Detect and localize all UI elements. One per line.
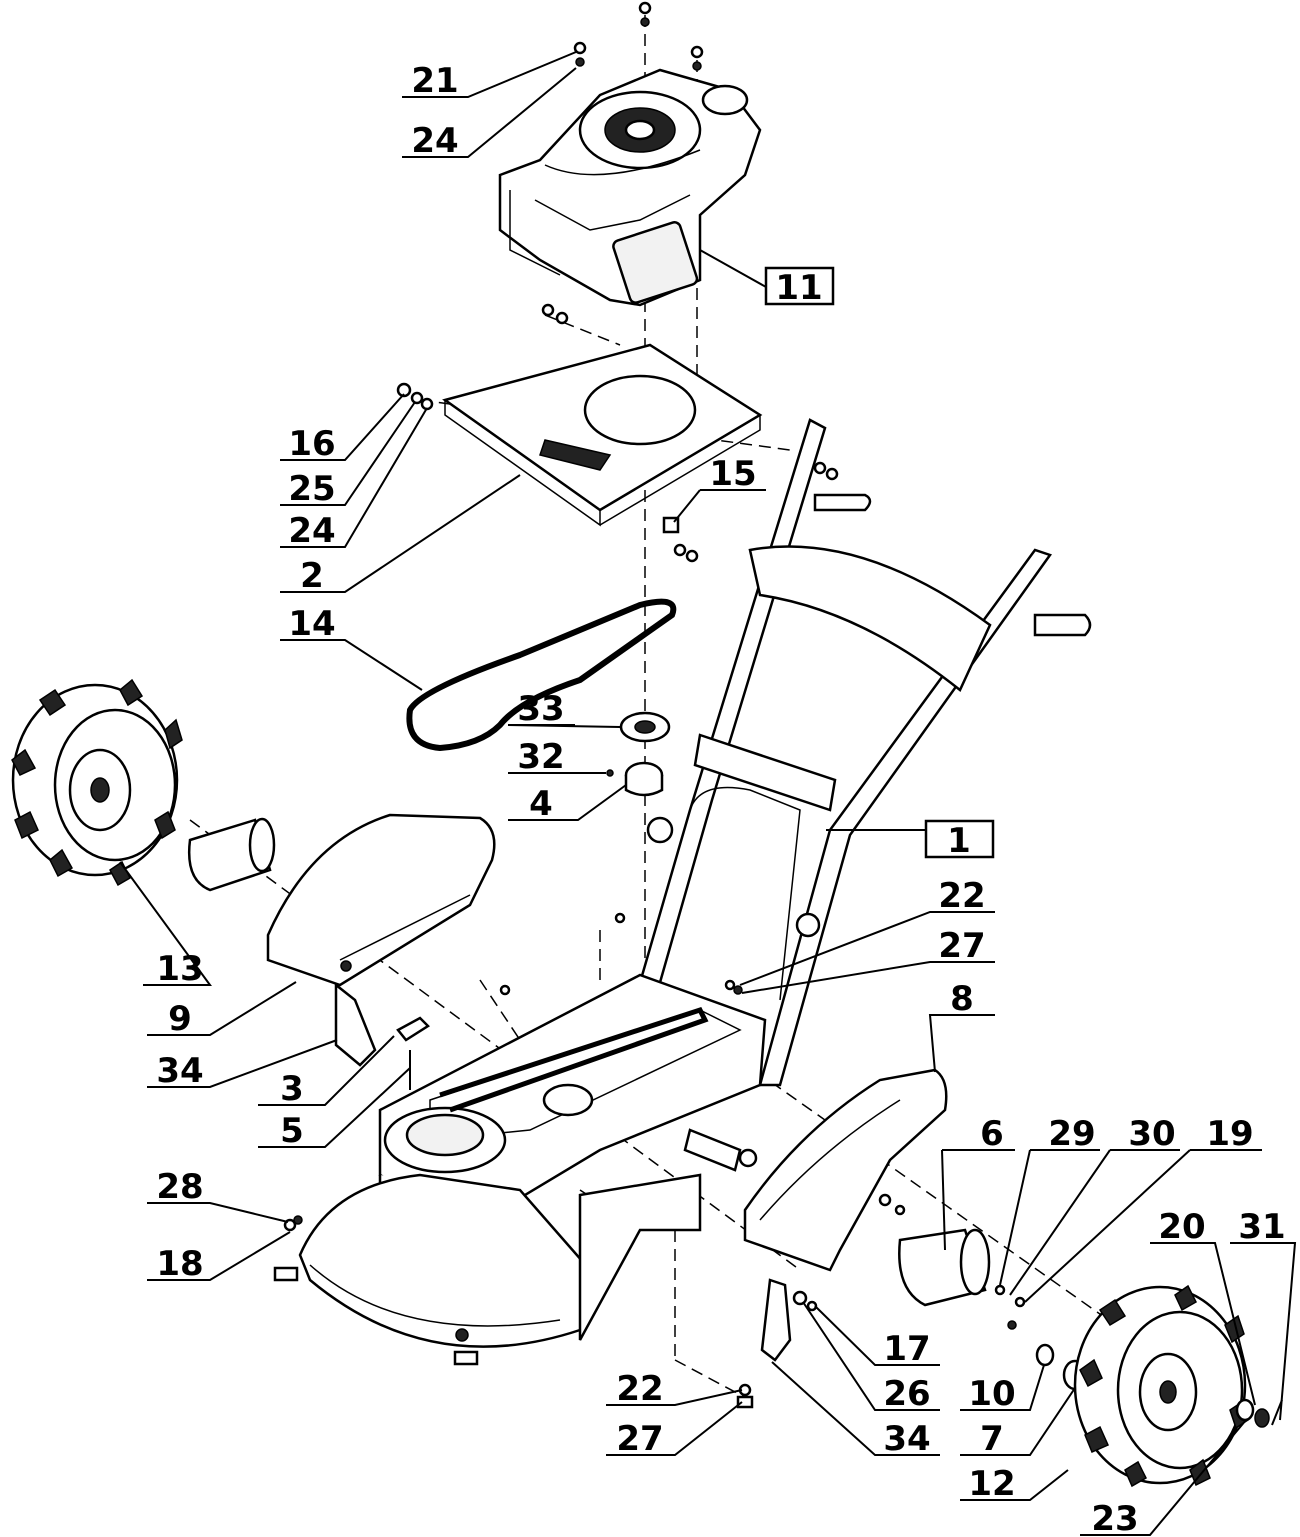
callout-1: 1 [924, 819, 995, 861]
callout-25: 25 [280, 469, 345, 509]
callout-3: 3 [258, 1069, 325, 1109]
callout-27-top: 27 [930, 926, 995, 966]
svg-text:32: 32 [517, 737, 564, 777]
callout-5: 5 [258, 1111, 325, 1151]
svg-text:6: 6 [980, 1114, 1004, 1154]
engine-plate [442, 343, 763, 527]
callout-31: 31 [1230, 1207, 1295, 1247]
svg-text:17: 17 [883, 1329, 930, 1369]
callout-16: 16 [280, 424, 345, 464]
callout-20: 20 [1150, 1207, 1215, 1247]
svg-text:19: 19 [1206, 1114, 1253, 1154]
callout-10: 10 [960, 1374, 1030, 1414]
side-plate [578, 1173, 702, 1341]
callout-13: 13 [143, 949, 210, 989]
svg-text:27: 27 [938, 926, 985, 966]
callout-22-bottom: 22 [606, 1369, 675, 1409]
right-fender [743, 1068, 948, 1272]
svg-text:18: 18 [156, 1244, 203, 1284]
drive-belt [406, 598, 677, 752]
callout-27-bottom: 27 [606, 1419, 675, 1459]
callout-18: 18 [147, 1244, 210, 1284]
svg-text:34: 34 [883, 1419, 930, 1459]
svg-text:16: 16 [288, 424, 335, 464]
callout-28: 28 [147, 1167, 210, 1207]
callout-6: 6 [942, 1114, 1015, 1154]
left-wheel [11, 678, 183, 887]
svg-text:5: 5 [280, 1111, 304, 1151]
svg-text:29: 29 [1048, 1114, 1095, 1154]
callout-8: 8 [930, 979, 995, 1019]
callout-11: 11 [764, 266, 835, 308]
callout-22-top: 22 [930, 876, 995, 916]
svg-text:4: 4 [529, 784, 553, 824]
callout-19: 19 [1190, 1114, 1262, 1154]
callout-14: 14 [280, 604, 345, 644]
callout-34-left: 34 [147, 1051, 210, 1091]
callout-12: 12 [960, 1464, 1030, 1504]
svg-text:11: 11 [775, 268, 822, 308]
svg-text:7: 7 [980, 1419, 1004, 1459]
svg-text:27: 27 [616, 1419, 663, 1459]
callout-21: 21 [402, 61, 468, 101]
engine [498, 68, 762, 307]
right-wheel [1073, 1284, 1283, 1488]
svg-text:15: 15 [709, 454, 756, 494]
svg-text:30: 30 [1128, 1114, 1175, 1154]
svg-text:33: 33 [517, 689, 564, 729]
svg-text:22: 22 [616, 1369, 663, 1409]
svg-text:24: 24 [411, 121, 458, 161]
svg-text:31: 31 [1238, 1207, 1285, 1247]
mounting-bolts [396, 1, 839, 563]
svg-text:14: 14 [288, 604, 335, 644]
svg-text:21: 21 [411, 61, 458, 101]
callout-2: 2 [280, 556, 345, 596]
right-hub-sleeve [898, 1228, 991, 1307]
callout-26: 26 [875, 1374, 940, 1414]
callout-24-plate: 24 [280, 511, 345, 551]
svg-text:1: 1 [947, 821, 971, 861]
callout-30: 30 [1110, 1114, 1180, 1154]
svg-text:12: 12 [968, 1464, 1015, 1504]
svg-text:3: 3 [280, 1069, 304, 1109]
svg-text:23: 23 [1091, 1499, 1138, 1537]
left-hub-sleeve [187, 817, 276, 892]
callout-9: 9 [147, 999, 210, 1039]
svg-text:8: 8 [950, 979, 974, 1019]
right-bracket [736, 1278, 792, 1409]
axle-shaft [683, 1128, 758, 1172]
callout-23: 23 [1080, 1499, 1150, 1537]
callout-15: 15 [700, 454, 766, 494]
svg-text:10: 10 [968, 1374, 1015, 1414]
svg-text:2: 2 [300, 556, 324, 596]
pulleys [606, 711, 671, 797]
svg-text:34: 34 [156, 1051, 203, 1091]
svg-text:25: 25 [288, 469, 335, 509]
callout-33: 33 [508, 689, 575, 729]
svg-text:28: 28 [156, 1167, 203, 1207]
svg-text:13: 13 [156, 949, 203, 989]
callout-17: 17 [875, 1329, 940, 1369]
svg-text:26: 26 [883, 1374, 930, 1414]
svg-text:9: 9 [168, 999, 192, 1039]
handle-frame [633, 418, 1092, 1087]
callout-4: 4 [508, 784, 575, 824]
svg-text:20: 20 [1158, 1207, 1205, 1247]
callout-24-top: 24 [402, 121, 468, 161]
callout-34-right: 34 [875, 1419, 940, 1459]
callout-29: 29 [1030, 1114, 1100, 1154]
callout-7: 7 [960, 1419, 1030, 1459]
cutter-guard [273, 1173, 592, 1366]
left-fender [266, 813, 496, 1067]
svg-text:22: 22 [938, 876, 985, 916]
svg-text:24: 24 [288, 511, 335, 551]
callout-32: 32 [508, 737, 575, 777]
